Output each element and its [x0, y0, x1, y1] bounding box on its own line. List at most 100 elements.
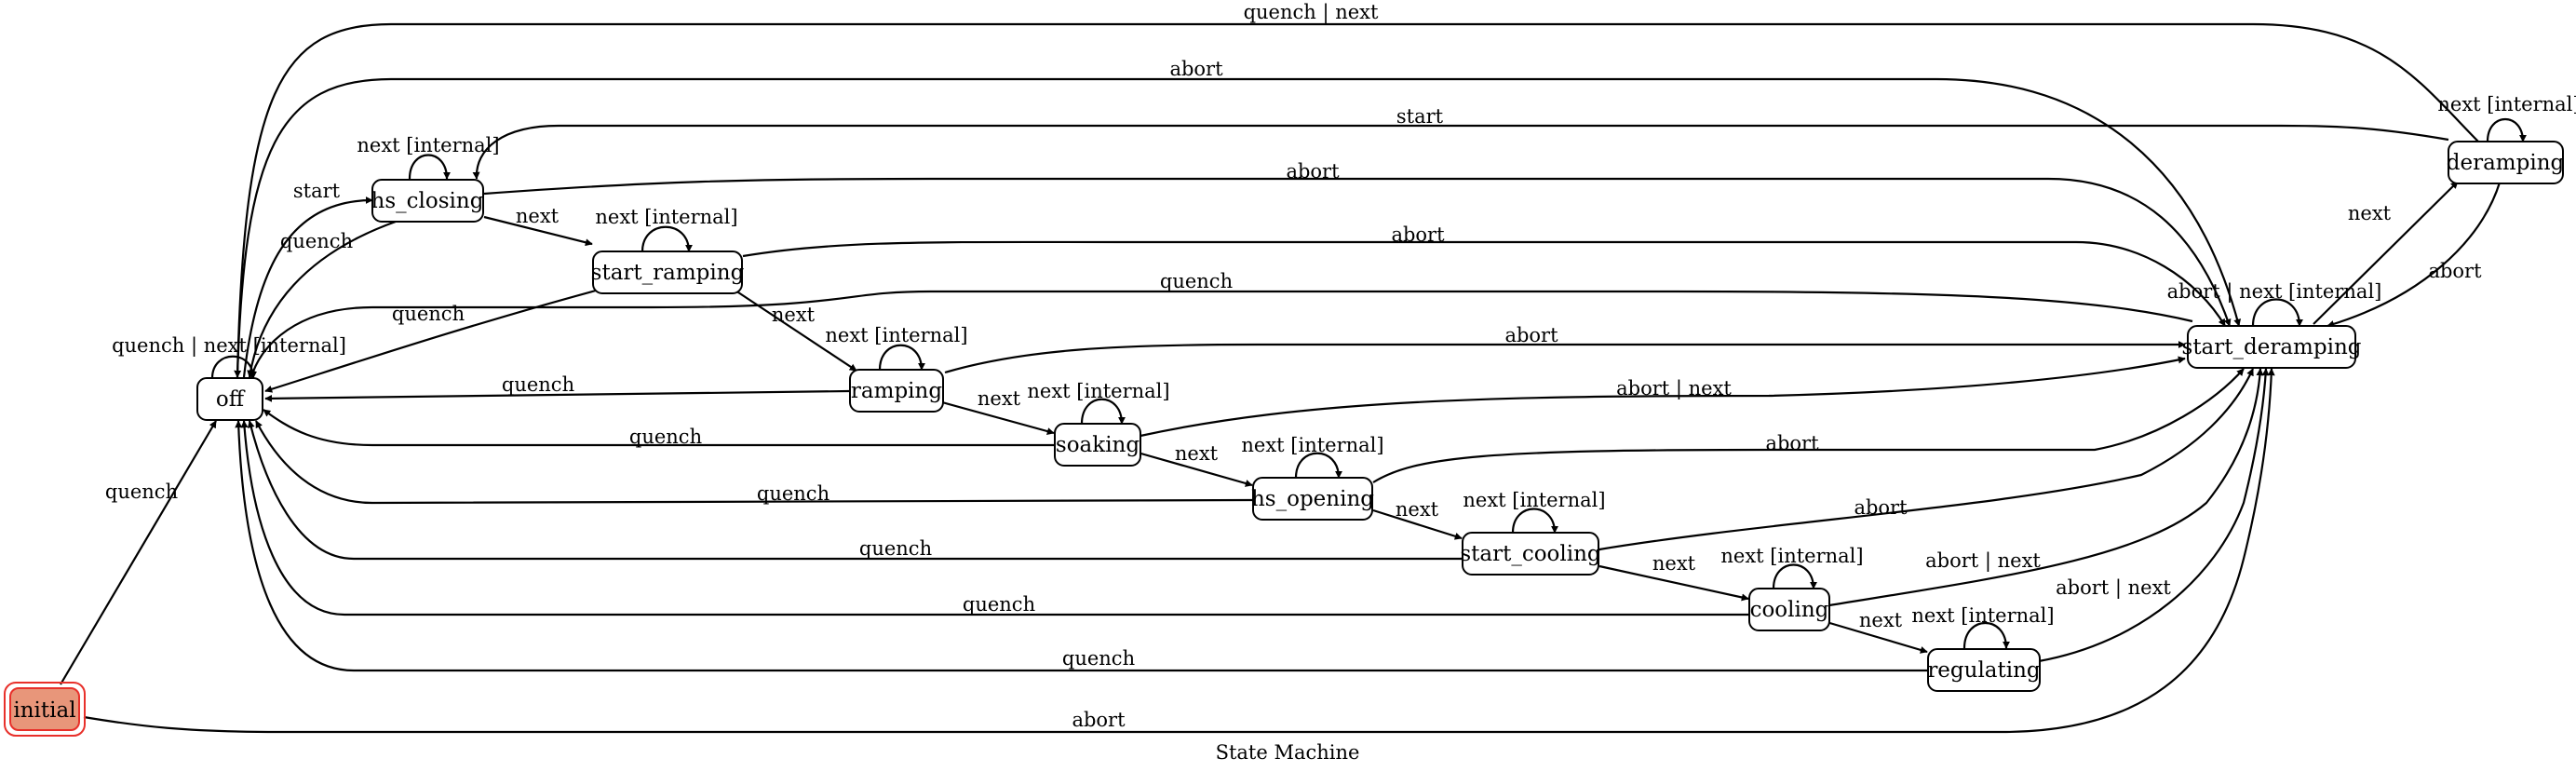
- node-off[interactable]: off: [196, 377, 263, 421]
- edge-initial-to-off: [60, 420, 217, 685]
- edge-ramping-self: [878, 344, 925, 371]
- label-start-ramping-to-start-deramping: abort: [1391, 223, 1445, 246]
- label-start-ramping-self: next [internal]: [595, 206, 737, 228]
- edge-labels: quench | next abort next [internal] star…: [105, 1, 2576, 731]
- label-start-cooling-self: next [internal]: [1463, 489, 1605, 511]
- label-start-cooling-to-start-deramping: abort: [1854, 496, 1908, 519]
- label-start-deramping-abort-loop: abort: [1169, 58, 1223, 80]
- label-regulating-self: next [internal]: [1911, 604, 2054, 627]
- edge-start-deramping-to-deramping: [2313, 181, 2459, 325]
- label-start-cooling-to-off: quench: [859, 537, 932, 560]
- label-hs-opening-to-start-cooling: next: [1396, 498, 1439, 521]
- label-ramping-to-start-deramping: abort: [1504, 324, 1558, 346]
- node-soaking[interactable]: soaking: [1054, 423, 1141, 467]
- label-ramping-to-off: quench: [502, 373, 574, 396]
- node-off-box: [196, 377, 263, 421]
- label-start-deramping-to-off: quench: [1160, 270, 1233, 292]
- edge-ramping-to-start-deramping: [944, 341, 2186, 374]
- edge-soaking-to-hs-opening: [1137, 451, 1253, 487]
- diagram-caption: State Machine: [1216, 741, 1360, 764]
- edge-hs-opening-to-off: [255, 420, 1253, 505]
- node-hs-closing[interactable]: hs_closing: [371, 179, 484, 223]
- edge-start-deramping-to-off: [250, 290, 2193, 378]
- node-cooling[interactable]: cooling: [1748, 588, 1830, 631]
- edge-hs-closing-self: [408, 154, 451, 180]
- node-initial-label: initial: [13, 698, 75, 723]
- node-hs-opening[interactable]: hs_opening: [1251, 477, 1374, 521]
- label-start-ramping-to-ramping: next: [772, 304, 816, 326]
- node-soaking-label: soaking: [1056, 433, 1140, 457]
- label-deramping-self: next [internal]: [2437, 93, 2576, 115]
- node-soaking-box: [1054, 423, 1141, 467]
- node-deramping[interactable]: deramping: [2447, 141, 2565, 184]
- label-hs-closing-self: next [internal]: [357, 134, 499, 156]
- node-ramping-label: ramping: [851, 379, 942, 403]
- label-start-deramping-to-deramping: next: [2348, 202, 2392, 224]
- edge-deramping-to-hs-closing: [472, 124, 2449, 180]
- edge-hs-opening-self: [1294, 452, 1342, 479]
- edge-cooling-to-start-deramping: [1828, 368, 2264, 607]
- label-deramping-to-off: quench | next: [1244, 1, 1379, 24]
- label-hs-closing-to-start-ramping: next: [516, 205, 560, 227]
- node-start-ramping-label: start_ramping: [591, 261, 745, 285]
- edge-start-cooling-to-off: [247, 420, 1462, 561]
- label-soaking-to-hs-opening: next: [1175, 442, 1219, 465]
- label-cooling-self: next [internal]: [1720, 545, 1863, 567]
- edge-hs-closing-to-start-ramping: [483, 215, 593, 247]
- node-hs-closing-box: [371, 179, 484, 223]
- node-deramping-label: deramping: [2447, 151, 2565, 175]
- nodes: initial off hs_closing start_ramping ram…: [4, 141, 2565, 737]
- node-start-cooling[interactable]: start_cooling: [1460, 532, 1601, 576]
- edge-start-deramping-self: [2251, 298, 2303, 327]
- label-hs-opening-to-off: quench: [757, 482, 829, 505]
- edge-start-cooling-to-start-deramping: [1598, 368, 2255, 551]
- edge-regulating-to-start-deramping: [2038, 368, 2270, 663]
- edge-soaking-to-start-deramping: [1140, 356, 2186, 438]
- edge-soaking-self: [1080, 398, 1126, 425]
- label-initial-to-off: quench: [105, 481, 178, 503]
- label-hs-opening-self: next [internal]: [1241, 434, 1383, 456]
- edge-hs-opening-to-start-deramping: [1372, 368, 2245, 483]
- label-cooling-to-off: quench: [963, 593, 1035, 616]
- label-soaking-to-off: quench: [629, 426, 702, 448]
- node-cooling-label: cooling: [1750, 598, 1829, 622]
- label-deramping-to-hs-closing: start: [1396, 105, 1444, 128]
- label-hs-closing-to-off: quench: [280, 230, 353, 252]
- label-off-to-hs-closing: start: [293, 180, 341, 202]
- edge-start-ramping-to-ramping: [735, 290, 857, 372]
- label-soaking-to-start-deramping: abort | next: [1616, 377, 1732, 400]
- edges: [60, 22, 2527, 734]
- edge-regulating-self: [1962, 622, 2010, 649]
- label-start-deramping-self: abort | next [internal]: [2167, 280, 2382, 304]
- node-hs-closing-label: hs_closing: [371, 189, 484, 213]
- label-off-self: quench | next [internal]: [112, 334, 346, 358]
- edge-cooling-to-regulating: [1826, 620, 1928, 654]
- label-hs-opening-to-start-deramping: abort: [1765, 432, 1819, 454]
- node-start-deramping[interactable]: start_deramping: [2182, 325, 2362, 369]
- node-regulating-label: regulating: [1927, 658, 2041, 683]
- edge-start-ramping-to-start-deramping: [742, 240, 2226, 327]
- node-start-ramping[interactable]: start_ramping: [591, 251, 745, 294]
- edge-start-cooling-self: [1511, 508, 1558, 534]
- node-start-deramping-label: start_deramping: [2182, 335, 2362, 359]
- edge-hs-closing-to-start-deramping: [483, 177, 2232, 327]
- edge-start-ramping-to-off: [264, 289, 597, 393]
- label-ramping-to-soaking: next: [978, 387, 1021, 410]
- edge-off-to-hs-closing: [242, 196, 373, 378]
- edge-cooling-self: [1772, 563, 1817, 589]
- node-ramping[interactable]: ramping: [849, 369, 944, 413]
- label-regulating-to-off: quench: [1062, 647, 1135, 670]
- edge-start-cooling-to-cooling: [1598, 564, 1749, 602]
- label-start-cooling-to-cooling: next: [1652, 552, 1696, 575]
- node-regulating[interactable]: regulating: [1927, 648, 2041, 692]
- node-start-cooling-box: [1462, 532, 1599, 576]
- edge-initial-to-start-deramping: [83, 368, 2275, 734]
- node-start-deramping-box: [2187, 325, 2356, 369]
- node-regulating-box: [1927, 648, 2041, 692]
- node-initial[interactable]: initial: [4, 682, 86, 737]
- node-hs-opening-label: hs_opening: [1251, 487, 1374, 511]
- node-cooling-box: [1748, 588, 1830, 631]
- node-initial-outer-border: [4, 682, 86, 737]
- edge-cooling-to-off: [240, 420, 1748, 616]
